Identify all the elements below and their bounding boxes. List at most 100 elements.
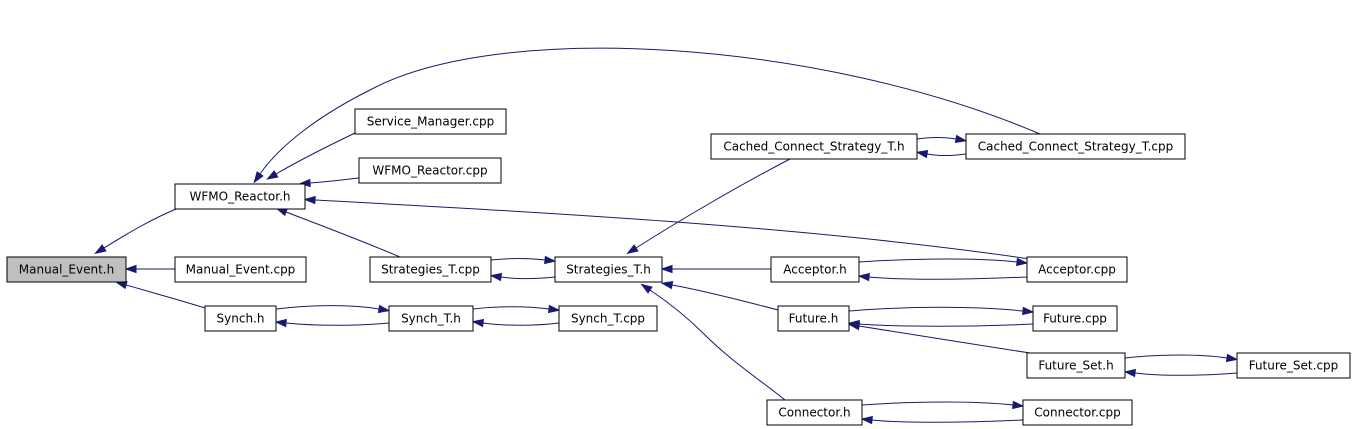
node-synch-t-cpp[interactable]: Synch_T.cpp [558,305,658,332]
edge-synch-h-to-manual-event-h [114,281,206,309]
arrowhead-icon [1012,400,1025,410]
node-box [204,305,277,332]
arrowhead-icon [915,149,929,159]
edge-line [500,276,556,279]
edge-line [926,153,967,156]
node-acceptor-cpp[interactable]: Acceptor.cpp [1026,256,1128,283]
edge-cached-connect-strategy-t-h-to-strategies-t-h [626,158,791,255]
node-box [766,399,863,426]
node-wfmo-reactor-h[interactable]: WFMO_Reactor.h [174,183,306,210]
edge-acceptor-h-to-strategies-t-h [660,264,771,274]
node-manual-event-cpp[interactable]: Manual_Event.cpp [174,256,307,283]
node-wfmo-reactor-cpp[interactable]: WFMO_Reactor.cpp [358,157,502,184]
node-label: Connector.cpp [1034,406,1120,420]
arrowhead-icon [124,264,137,274]
node-strategies-t-h[interactable]: Strategies_T.h [554,256,663,283]
edge-synch-t-h-to-synch-t-cpp [472,304,561,314]
edge-line [482,322,560,326]
edge-acceptor-h-to-acceptor-cpp [858,257,1029,267]
arrowhead-icon [303,195,316,205]
edge-wfmo-reactor-h-to-manual-event-h [94,208,177,255]
arrowhead-icon [1225,353,1239,363]
node-strategies-t-cpp[interactable]: Strategies_T.cpp [369,256,492,283]
node-cached-connect-strategy-t-h[interactable]: Cached_Connect_Strategy_T.h [710,133,918,160]
node-label: Connector.h [778,406,850,420]
node-connector-h[interactable]: Connector.h [766,399,863,426]
edge-line [275,305,380,310]
edge-line [1134,372,1238,376]
node-synch-t-h[interactable]: Synch_T.h [388,305,474,332]
node-synch-h[interactable]: Synch.h [204,305,277,332]
arrowhead-icon [489,272,503,282]
edge-line [861,401,1014,406]
node-connector-cpp[interactable]: Connector.cpp [1022,399,1133,426]
edge-line [649,289,786,401]
edge-synch-t-h-to-synch-h [274,318,390,328]
node-box [1032,305,1118,332]
node-future-cpp[interactable]: Future.cpp [1032,305,1118,332]
node-box [554,256,663,283]
node-cached-connect-strategy-t-cpp[interactable]: Cached_Connect_Strategy_T.cpp [965,133,1186,160]
node-box [710,133,918,160]
edge-line [309,177,360,184]
node-future-h[interactable]: Future.h [777,305,850,332]
node-box [388,305,474,332]
arrowhead-icon [1016,257,1029,267]
node-label: Synch_T.cpp [571,312,645,326]
edge-synch-h-to-synch-t-h [275,304,391,314]
node-box [1026,256,1128,283]
node-label: WFMO_Reactor.h [190,190,291,204]
node-label: Future.h [789,312,839,326]
edge-strategies-t-cpp-to-wfmo-reactor-h [275,207,401,258]
node-box [6,256,127,283]
edge-cached-connect-strategy-t-h-to-cached-connect-strategy-t-cpp [916,134,968,144]
node-future-set-h[interactable]: Future_Set.h [1026,352,1126,379]
node-box [1026,352,1126,379]
node-manual-event-h: Manual_Event.h [6,256,127,283]
node-label: Manual_Event.h [19,263,114,277]
node-label: Manual_Event.cpp [186,263,296,277]
node-label: Strategies_T.cpp [381,263,480,277]
arrowhead-icon [626,244,639,255]
arrowhead-icon [266,170,279,180]
node-box [558,305,658,332]
node-label: Acceptor.cpp [1038,263,1116,277]
edge-service-manager-cpp-to-wfmo-reactor-h [266,132,356,180]
node-box [369,256,492,283]
arrowhead-icon [660,264,673,274]
edge-cached-connect-strategy-t-cpp-to-cached-connect-strategy-t-h [915,149,967,159]
node-box [174,183,306,210]
edge-line [472,306,550,310]
edge-future-set-h-to-future-set-cpp [1124,353,1239,363]
node-label: Acceptor.h [783,263,847,277]
edge-connector-cpp-to-connector-h [860,415,1024,425]
edge-future-h-to-future-cpp [848,306,1035,316]
edge-line [858,323,1034,327]
arrowhead-icon [377,304,391,314]
edge-line [868,276,1028,280]
arrowhead-icon [94,244,107,255]
edge-line [285,211,401,258]
edge-future-cpp-to-future-h [847,319,1034,329]
edge-strategies-t-cpp-to-strategies-t-h [490,255,557,265]
edge-line [275,132,356,175]
node-box [358,157,502,184]
node-acceptor-h[interactable]: Acceptor.h [770,256,860,283]
node-label: Synch.h [217,312,265,326]
node-box [354,108,507,135]
node-label: Cached_Connect_Strategy_T.cpp [978,140,1174,154]
edge-line [125,284,206,309]
node-box [1022,399,1133,426]
node-label: Service_Manager.cpp [367,115,495,129]
arrowhead-icon [860,415,873,425]
node-future-set-cpp[interactable]: Future_Set.cpp [1236,352,1351,379]
arrowhead-icon [640,283,653,294]
edge-line [848,306,1024,312]
arrowhead-icon [114,281,128,290]
node-label: Cached_Connect_Strategy_T.h [723,140,904,154]
node-service-manager-cpp[interactable]: Service_Manager.cpp [354,108,507,135]
edge-synch-t-cpp-to-synch-t-h [471,318,560,328]
node-label: Future_Set.h [1038,359,1113,373]
edge-cached-connect-strategy-t-cpp-to-wfmo-reactor-h [253,47,1041,184]
